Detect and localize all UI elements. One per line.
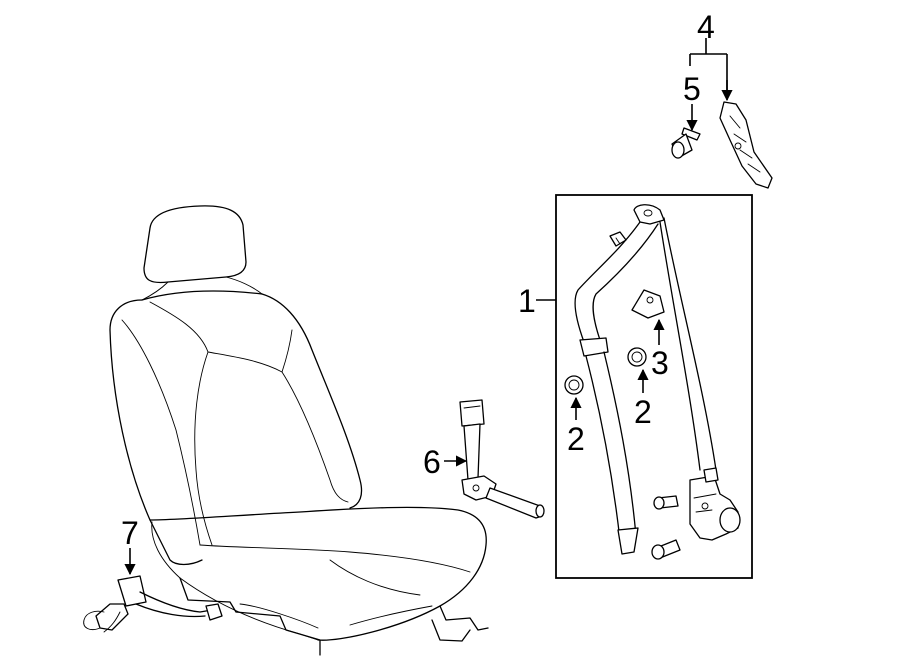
seat-base <box>179 577 489 656</box>
callout-6: 6 <box>423 444 441 480</box>
part-4-guide-bracket <box>719 101 773 189</box>
part-3-cover <box>631 289 665 319</box>
lower-bolt-2 <box>651 539 681 560</box>
leader-4 <box>689 38 728 96</box>
part-2-washer-right <box>627 347 647 367</box>
callout-3: 3 <box>651 345 669 381</box>
seat-back <box>109 293 363 566</box>
part-5-bolt <box>671 127 701 159</box>
seat-headrest <box>143 205 247 284</box>
part-7-buckle-harness <box>83 575 223 633</box>
seat-illustration <box>109 205 489 656</box>
seat-cushion <box>149 506 487 641</box>
callout-7: 7 <box>121 515 139 551</box>
part-1-seat-belt-assembly <box>574 204 741 555</box>
part-2-washer-left <box>564 375 584 395</box>
upper-bolt <box>609 231 627 247</box>
lower-bolt-1 <box>653 495 679 510</box>
callout-2-right: 2 <box>634 394 652 430</box>
assembly-box <box>555 194 753 579</box>
callout-4: 4 <box>697 9 715 45</box>
callout-1: 1 <box>518 283 536 319</box>
part-6-buckle <box>459 399 545 519</box>
callout-5: 5 <box>683 71 701 107</box>
callout-2-left: 2 <box>567 421 585 457</box>
